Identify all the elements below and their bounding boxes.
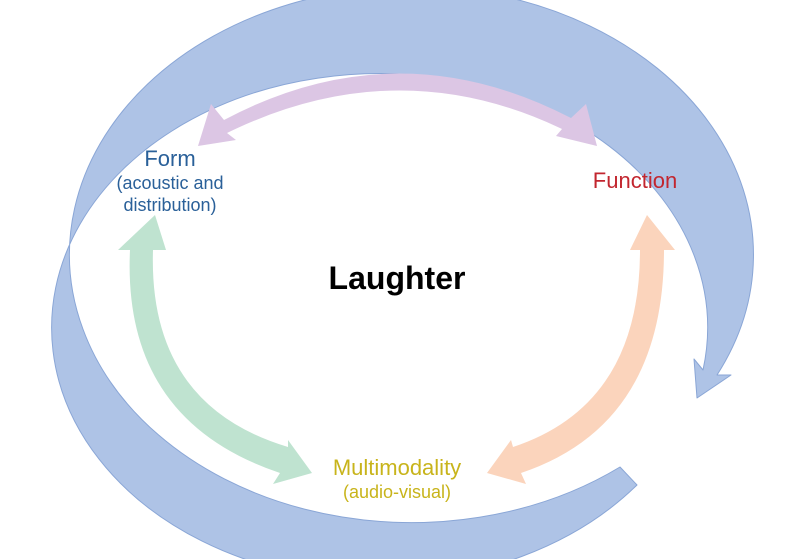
node-form-sublabel-line2: distribution) [123,195,217,215]
node-function-label: Function [592,168,678,193]
node-function: Function [560,168,710,194]
node-multimodality-label: Multimodality [332,455,462,480]
outer-cycle-arrow [51,0,754,559]
node-multimodality: Multimodality (audio-visual) [297,455,497,503]
node-form-label: Form [144,146,196,171]
function-multimodality-arrow [487,215,675,484]
node-form: Form (acoustic and distribution) [90,146,250,216]
form-multimodality-arrow [118,215,312,484]
node-multimodality-sublabel: (audio-visual) [342,482,452,502]
form-function-arrow [198,73,597,146]
node-form-sublabel-line1: (acoustic and [116,173,224,193]
diagram-title: Laughter [328,260,466,296]
